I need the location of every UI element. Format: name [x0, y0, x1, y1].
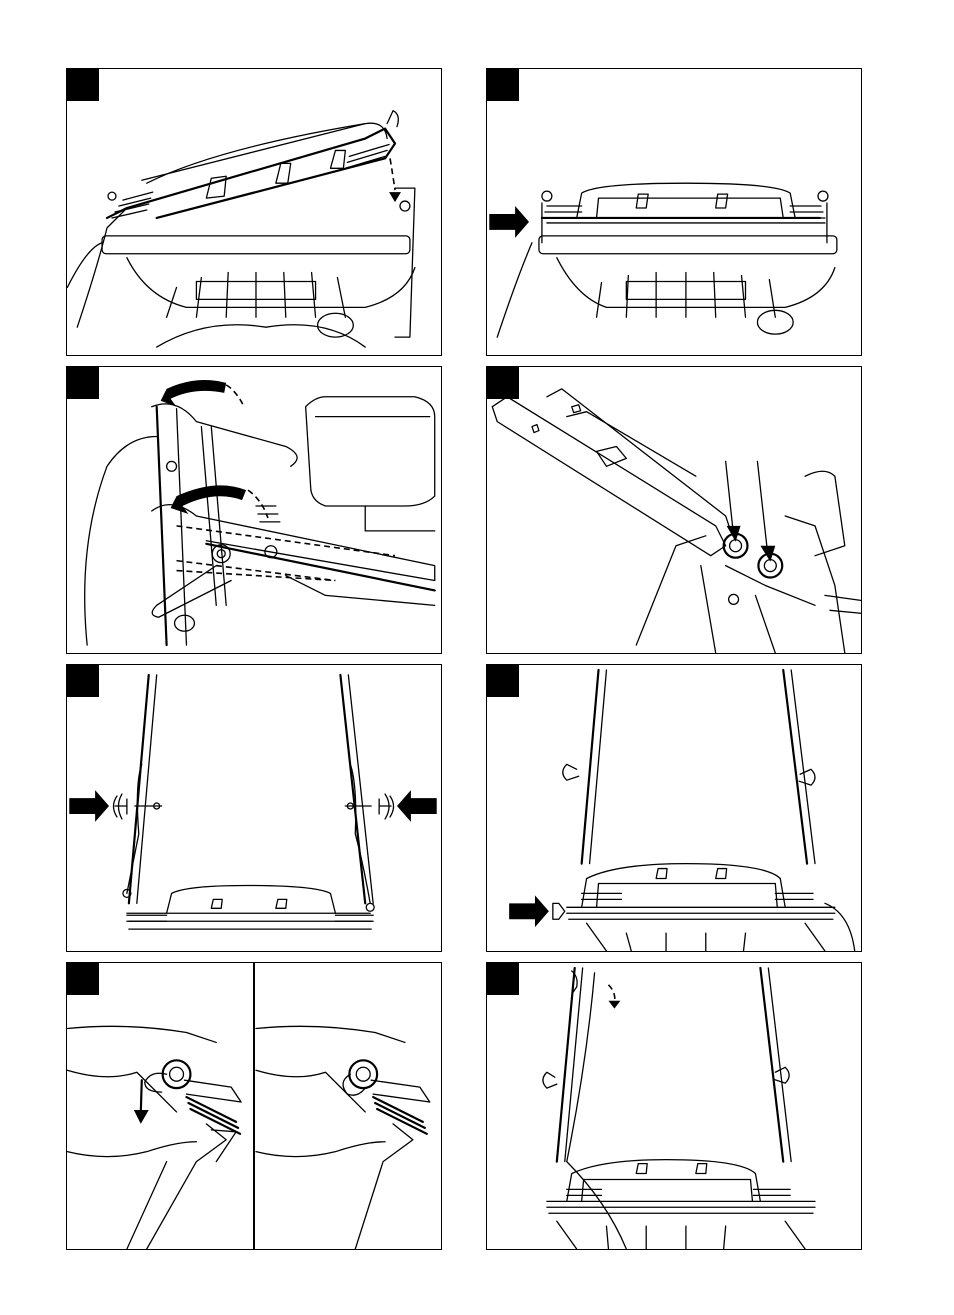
figure-panel-6	[486, 664, 862, 952]
figure-number-badge	[487, 963, 519, 995]
figure-number-badge	[67, 69, 99, 101]
figure-panel-1	[66, 68, 442, 356]
figure-number-badge	[487, 367, 519, 399]
push-arrow-icon	[509, 895, 549, 927]
figure-panel-8	[486, 962, 862, 1250]
figure-panel-4	[486, 366, 862, 654]
push-arrow-icon	[397, 790, 437, 822]
down-arrow-icon	[134, 1110, 149, 1124]
push-arrow-icon	[489, 206, 529, 238]
spring-pin-detail-illustration	[67, 963, 441, 1249]
push-arrow-icon	[69, 790, 109, 822]
figure-number-badge	[67, 963, 99, 995]
figure-number-badge	[487, 665, 519, 697]
cable-clip-illustration	[487, 963, 861, 1249]
handle-bolts-illustration	[487, 367, 861, 653]
rotate-arrow-icon	[608, 1001, 620, 1009]
figure-panel-2	[486, 68, 862, 356]
figure-panel-3	[66, 366, 442, 654]
handle-knobs-illustration	[67, 665, 441, 951]
figure-number-badge	[67, 665, 99, 697]
figure-panel-5	[66, 664, 442, 952]
catcher-hook-attach-illustration	[67, 69, 441, 355]
figure-number-badge	[67, 367, 99, 399]
rotate-arrow-icon	[161, 380, 227, 407]
figure-number-badge	[487, 69, 519, 101]
handle-rotate-illustration	[67, 367, 441, 653]
figure-panel-7	[66, 962, 442, 1250]
axle-knob-illustration	[487, 665, 861, 951]
catcher-mounted-illustration	[487, 69, 861, 355]
